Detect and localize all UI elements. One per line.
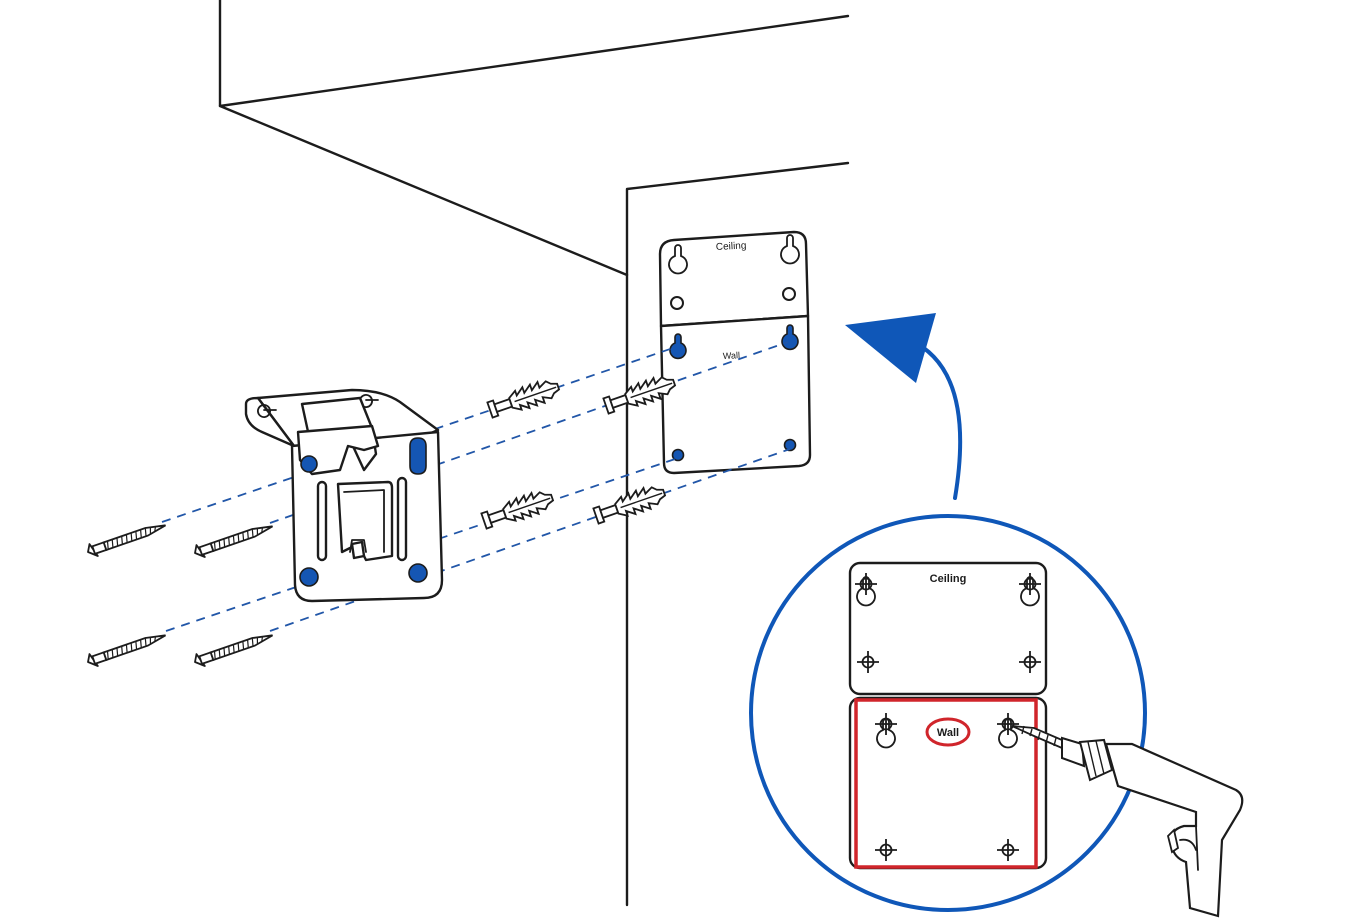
plate-hole bbox=[670, 296, 684, 310]
wall-plate-ceiling-label: Ceiling bbox=[716, 240, 747, 253]
screw-icon bbox=[191, 627, 276, 670]
zoom-plate-ceiling-label: Ceiling bbox=[930, 573, 967, 585]
zoom-callout: Ceiling Wall bbox=[749, 514, 1244, 918]
plate-hole bbox=[783, 438, 797, 452]
mounting-bracket-icon bbox=[244, 388, 444, 603]
wall-anchor-icon bbox=[485, 375, 563, 422]
plate-hole bbox=[782, 287, 796, 301]
plate-hole bbox=[671, 448, 685, 462]
wall-highlight-box bbox=[854, 698, 1038, 869]
room-wall-outline bbox=[218, 0, 850, 907]
wall-anchor-icon bbox=[479, 486, 557, 533]
zoom-plate-wall-label: Wall bbox=[937, 727, 959, 739]
screw-icon bbox=[84, 517, 169, 560]
wall-label-highlight bbox=[925, 717, 971, 747]
alignment-lines bbox=[161, 341, 791, 632]
screw-icon bbox=[191, 518, 276, 561]
drill-icon bbox=[1011, 725, 1244, 918]
wall-mounting-plate: Ceiling Wall bbox=[658, 230, 812, 475]
curved-arrow-icon bbox=[845, 313, 963, 500]
wall-plate-wall-label: Wall bbox=[723, 350, 741, 361]
wall-anchor-icon bbox=[591, 481, 669, 528]
screw-icon bbox=[84, 627, 169, 670]
zoom-plate-top bbox=[848, 561, 1048, 696]
